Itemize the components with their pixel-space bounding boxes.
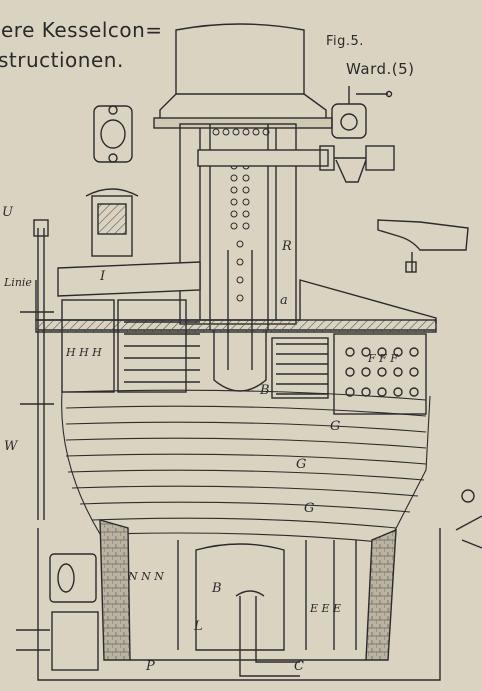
- label-r: R: [281, 239, 292, 254]
- chimney: [153, 23, 333, 129]
- hatch-detail: [85, 188, 139, 257]
- figure-number: Fig.5.: [326, 34, 364, 49]
- label-g-3: G: [304, 501, 314, 516]
- label-n: N N N: [127, 570, 164, 583]
- label-f-right: F F F: [367, 352, 398, 365]
- label-b-lower: B: [211, 581, 222, 596]
- feed-pipe: [20, 219, 54, 520]
- manhole-cover-detail: [93, 105, 133, 163]
- label-a: a: [280, 293, 288, 308]
- label-p: P: [145, 659, 155, 674]
- label-w: W: [4, 439, 19, 454]
- boiler-shell: [35, 261, 437, 333]
- label-linie: Linie: [3, 276, 32, 289]
- label-g-1: G: [330, 419, 340, 434]
- right-edge-fitting: [455, 489, 482, 549]
- label-i: I: [99, 269, 106, 284]
- label-h-left: H H H: [65, 346, 102, 359]
- heading-line-2: structionen.: [0, 48, 124, 72]
- tube-bundle-left: [61, 299, 200, 393]
- furnace: [37, 519, 441, 681]
- label-e: E E E: [309, 602, 341, 615]
- figure-name: Ward.(5): [346, 60, 415, 78]
- label-u: U: [2, 205, 14, 220]
- label-b-upper: B: [259, 383, 270, 398]
- heading-line-1: ere Kesselcon=: [1, 18, 163, 42]
- tube-bank-G: [61, 389, 431, 545]
- feed-pump: [16, 553, 99, 671]
- label-c: C: [294, 659, 304, 674]
- label-g-2: G: [296, 457, 306, 472]
- tube-bundle-right: [271, 333, 427, 415]
- safety-valve: [331, 86, 393, 183]
- top-steam-pipe: [197, 145, 395, 171]
- side-detail: [377, 219, 469, 273]
- label-l: L: [193, 619, 203, 634]
